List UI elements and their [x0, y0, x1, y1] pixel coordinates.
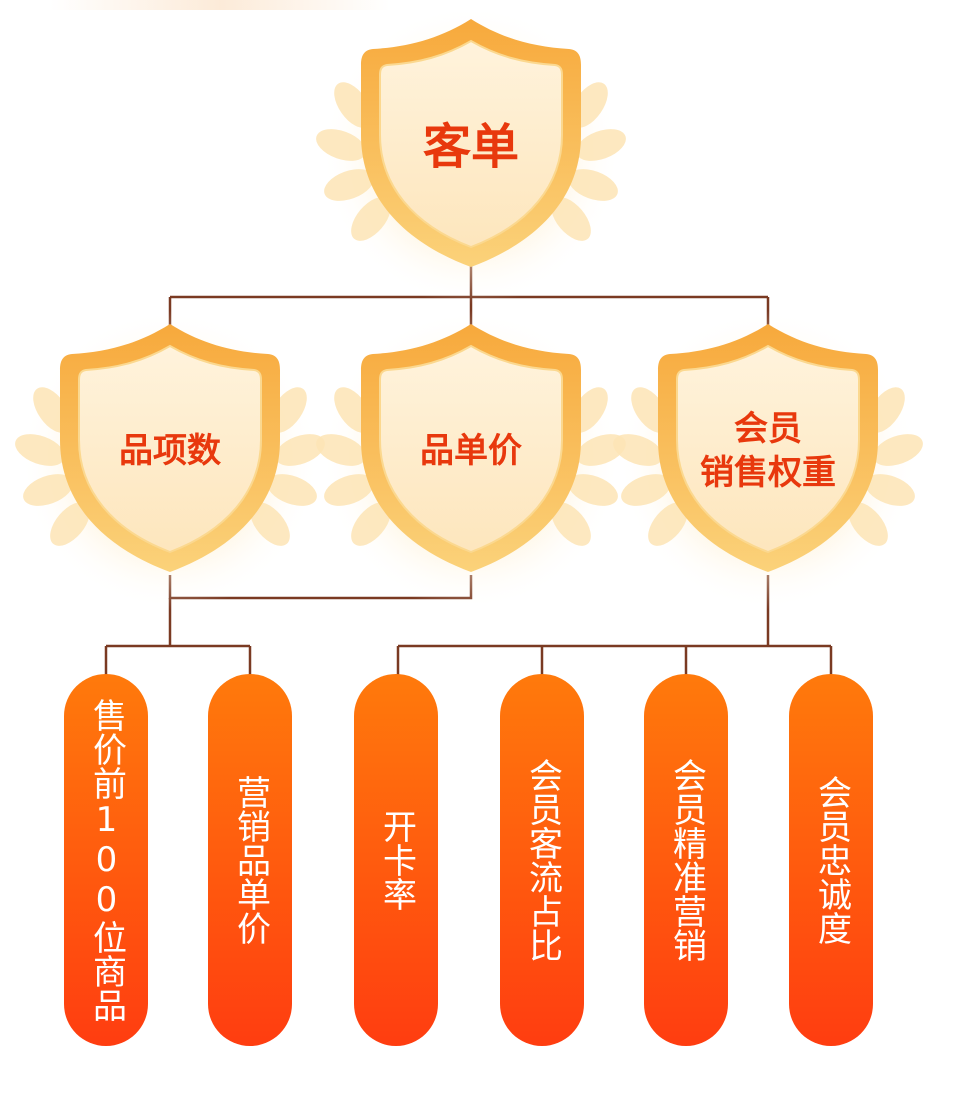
root-node: 客单: [311, 5, 631, 305]
shield-node-price: 品单价: [311, 310, 631, 610]
level3-pills: [64, 674, 873, 1046]
pill-label-1: 营销品单价: [230, 775, 271, 945]
pill-node-0: [64, 674, 148, 1046]
shield-label-items-0: 品项数: [119, 431, 221, 471]
shield-label-price-0: 品单价: [420, 431, 522, 471]
top-decoration-strip: [50, 0, 390, 10]
pill-node-5: [789, 674, 873, 1046]
connector-items-children: [104, 598, 252, 678]
shield-label-member-1: 销售权重: [700, 453, 836, 493]
pill-label-0: 售价前100位商品: [86, 698, 127, 1022]
root-shield-inner: [379, 39, 563, 249]
pill-label-2: 开卡率: [376, 809, 417, 911]
pill-node-1: [208, 674, 292, 1046]
pill-label-5: 会员忠诚度: [811, 775, 852, 945]
pill-node-3: [500, 674, 584, 1046]
pill-node-4: [644, 674, 728, 1046]
shield-inner: [78, 344, 262, 554]
shield-inner: [379, 344, 563, 554]
pill-label-3: 会员客流占比: [522, 758, 563, 962]
shield-label-member-0: 会员: [734, 409, 802, 449]
root-label: 客单: [423, 119, 519, 175]
connector-member-children: [396, 575, 833, 678]
shield-node-items: 品项数: [10, 310, 330, 610]
pill-label-4: 会员精准营销: [666, 758, 707, 962]
pill-node-2: [354, 674, 438, 1046]
shield-inner: [676, 344, 860, 554]
